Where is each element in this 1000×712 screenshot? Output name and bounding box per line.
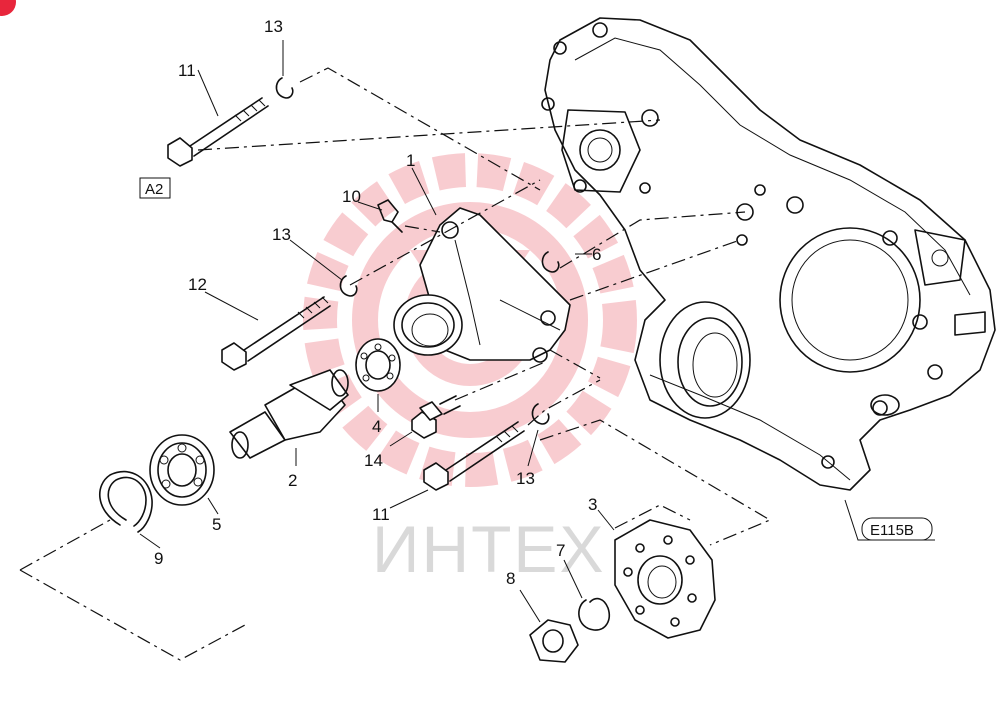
snap-ring-part-9 [98, 470, 153, 533]
bolt-14 [411, 395, 461, 439]
label-part-7: 7 [556, 541, 565, 560]
label-part-8: 8 [506, 569, 515, 588]
washer-13-low [531, 403, 550, 425]
bolt-12 [221, 296, 331, 371]
washer-13-mid [339, 275, 358, 297]
bolt-11-bottom [423, 421, 525, 491]
label-part-12: 12 [188, 275, 207, 294]
label-part-13-mid: 13 [272, 225, 291, 244]
label-part-11-bottom: 11 [372, 505, 390, 524]
label-part-13-top: 13 [264, 17, 283, 36]
engine-housing [541, 17, 996, 491]
label-part-4: 4 [372, 417, 381, 436]
ref-label-a2: A2 [145, 181, 163, 198]
snap-ring-6 [541, 251, 560, 273]
label-part-1: 1 [406, 151, 415, 170]
label-part-3: 3 [588, 495, 597, 514]
lock-washer-7 [578, 597, 610, 631]
label-part-10: 10 [342, 187, 361, 206]
label-part-13-low: 13 [516, 469, 535, 488]
assembly-lines [19, 67, 772, 661]
corner-badge [0, 0, 16, 16]
bearing-part-4 [355, 338, 401, 392]
shaft-part-2 [229, 369, 349, 459]
label-part-14: 14 [364, 451, 383, 470]
watermark-text: ИНТЕХ [372, 512, 605, 586]
label-part-2: 2 [288, 471, 297, 490]
grease-nipple-10 [377, 199, 403, 233]
ref-box-a2 [139, 177, 171, 199]
flange-part-3 [614, 519, 716, 639]
label-part-11-top: 11 [178, 61, 196, 80]
bearing-part-5 [149, 434, 215, 506]
ref-label-e115b: E115B [870, 522, 914, 539]
washer-13-top [275, 77, 294, 99]
label-part-9: 9 [154, 549, 163, 568]
label-part-6: 6 [592, 245, 601, 264]
label-part-5: 5 [212, 515, 221, 534]
bolt-11-top [167, 97, 269, 167]
nut-part-8 [529, 619, 579, 663]
bracket-part-1 [393, 207, 571, 363]
ref-box-e115b [861, 517, 933, 541]
